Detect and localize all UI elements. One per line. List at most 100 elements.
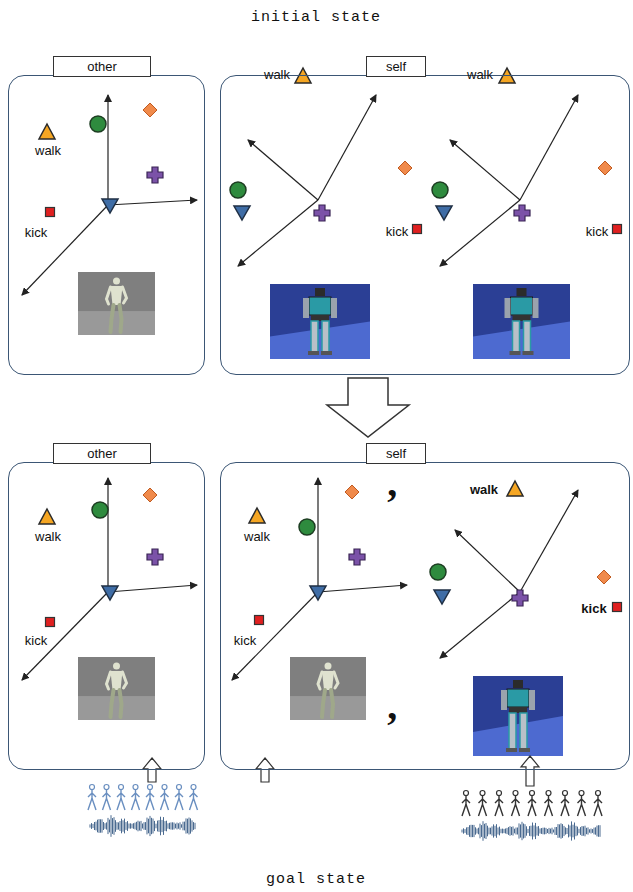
image-platform: [270, 322, 370, 360]
robot-torso: [511, 297, 533, 315]
robot-leg: [311, 321, 318, 352]
stick-head: [104, 785, 109, 790]
human-figure-image: [78, 657, 155, 720]
figure-leg: [120, 690, 122, 717]
diamond-symbol: [143, 103, 157, 117]
robot-foot: [506, 748, 517, 752]
robot-torso: [507, 689, 529, 707]
stick-head: [119, 785, 124, 790]
robot-hip: [311, 315, 329, 321]
robot-hip: [509, 707, 527, 713]
motion-label: walk: [244, 530, 270, 544]
robot-leg: [322, 321, 329, 352]
stick-head: [133, 785, 138, 790]
square-symbol: [46, 618, 55, 627]
robot-head: [513, 680, 523, 688]
stick-body: [545, 796, 553, 816]
diamond-symbol: [398, 161, 412, 175]
axis-line: [107, 478, 108, 592]
image-floor: [78, 311, 155, 335]
motion-label: walk: [35, 530, 61, 544]
state-caption: goal state: [266, 872, 366, 889]
figure-body: [111, 286, 123, 305]
image-ground: [290, 657, 366, 720]
figure-arm: [107, 672, 111, 689]
robot-foot: [321, 351, 332, 355]
circle-symbol: [432, 182, 448, 198]
stick-body: [479, 796, 487, 816]
robot-arm: [529, 690, 535, 710]
robot-arm: [303, 298, 309, 318]
stick-body: [190, 790, 198, 810]
diamond-symbol: [143, 488, 157, 502]
axis-line: [520, 95, 578, 200]
figure-arm: [107, 287, 111, 304]
figure-body: [322, 671, 334, 690]
stick-body: [561, 796, 569, 816]
image-platform: [473, 322, 570, 360]
square-symbol: [413, 225, 422, 234]
robot-image: [270, 284, 370, 359]
robot-leg: [509, 713, 516, 749]
cross-symbol: [514, 205, 530, 221]
stick-body: [132, 790, 140, 810]
input-arrow: [521, 756, 539, 786]
stick-body: [462, 796, 470, 816]
figure-head: [113, 278, 120, 285]
stick-head: [191, 785, 196, 790]
axis-line: [317, 478, 318, 592]
diamond-symbol: [345, 485, 359, 499]
triangle-symbol: [249, 508, 265, 523]
circle-symbol: [230, 182, 246, 198]
input-arrow: [256, 758, 274, 782]
triangle-symbol: [507, 481, 523, 496]
human-figure-image: [78, 272, 155, 335]
image-floor: [290, 696, 366, 720]
motion-label: walk: [35, 144, 61, 158]
square-symbol: [255, 616, 264, 625]
figure-arm: [123, 287, 127, 303]
stick-body: [88, 790, 96, 810]
space-panel: self: [220, 462, 630, 770]
stick-body: [495, 796, 503, 816]
space-panel: other: [8, 462, 205, 770]
stick-body: [594, 796, 602, 816]
stick-head: [579, 791, 584, 796]
inverted-triangle-symbol: [436, 206, 452, 220]
stick-head: [563, 791, 568, 796]
axis-line: [450, 140, 520, 200]
stick-head: [162, 785, 167, 790]
panel-heading: self: [366, 443, 426, 464]
cross-symbol: [349, 549, 365, 565]
robot-foot: [519, 748, 530, 752]
motion-label: kick: [386, 225, 408, 239]
axis-line: [440, 592, 520, 658]
image-ground: [473, 284, 570, 359]
stick-figures: [88, 785, 198, 811]
circle-symbol: [90, 116, 106, 132]
stick-head: [596, 791, 601, 796]
stick-head: [546, 791, 551, 796]
panel-heading: other: [53, 56, 151, 77]
stick-body: [117, 790, 125, 810]
stick-figures: [462, 791, 602, 817]
panel-heading: other: [53, 443, 151, 464]
motion-label: kick: [234, 634, 256, 648]
stick-head: [90, 785, 95, 790]
robot-arm: [501, 690, 507, 710]
stick-head: [530, 791, 535, 796]
stick-body: [161, 790, 169, 810]
prime-mark: ’: [385, 483, 398, 523]
state-caption: initial state: [251, 10, 381, 27]
stick-head: [148, 785, 153, 790]
robot-image: [473, 676, 563, 756]
triangle-symbol: [39, 509, 55, 524]
figure-body: [111, 671, 123, 690]
robot-head: [517, 288, 527, 296]
stick-head: [497, 791, 502, 796]
stick-body: [578, 796, 586, 816]
input-arrow: [143, 758, 161, 782]
figure-arm: [318, 672, 322, 689]
inverted-triangle-symbol: [234, 206, 250, 220]
